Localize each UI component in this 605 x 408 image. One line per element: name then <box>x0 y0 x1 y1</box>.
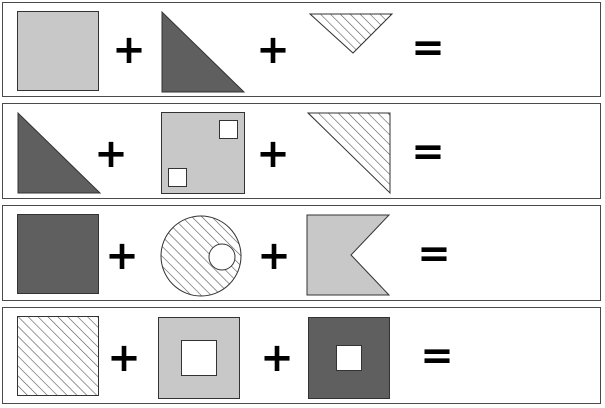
equals-sign: = <box>420 333 454 379</box>
hatched-right-triangle-shape <box>306 112 391 195</box>
equals-sign: = <box>411 129 445 175</box>
equals-sign: = <box>411 25 445 71</box>
puzzle-row-2: + + = <box>2 103 601 199</box>
plus-sign: + <box>107 335 141 381</box>
dark-gray-right-triangle-shape <box>161 10 246 93</box>
equals-sign: = <box>417 231 451 277</box>
light-gray-notched-flag-shape <box>306 214 391 296</box>
dark-gray-right-triangle-shape <box>17 111 102 194</box>
hatched-inverted-triangle-shape <box>308 13 394 55</box>
light-gray-square-with-small-white-squares-shape <box>161 112 245 194</box>
plus-sign: + <box>260 335 294 381</box>
plus-sign: + <box>105 233 139 279</box>
dark-gray-square-with-white-center-shape <box>308 317 390 399</box>
plus-sign: + <box>256 27 290 73</box>
hatched-square-shape <box>17 316 99 396</box>
puzzle-row-3: + + = <box>2 205 601 301</box>
dark-gray-square-shape <box>17 214 99 294</box>
hatched-circle-with-white-circle-shape <box>159 214 243 298</box>
plus-sign: + <box>112 27 146 73</box>
light-gray-square-shape <box>17 11 99 91</box>
puzzle-row-1: + + = <box>2 2 601 97</box>
plus-sign: + <box>94 131 128 177</box>
light-gray-square-with-white-center-shape <box>158 317 240 399</box>
puzzle-row-4: + + = <box>2 307 601 404</box>
plus-sign: + <box>256 131 290 177</box>
plus-sign: + <box>257 233 291 279</box>
